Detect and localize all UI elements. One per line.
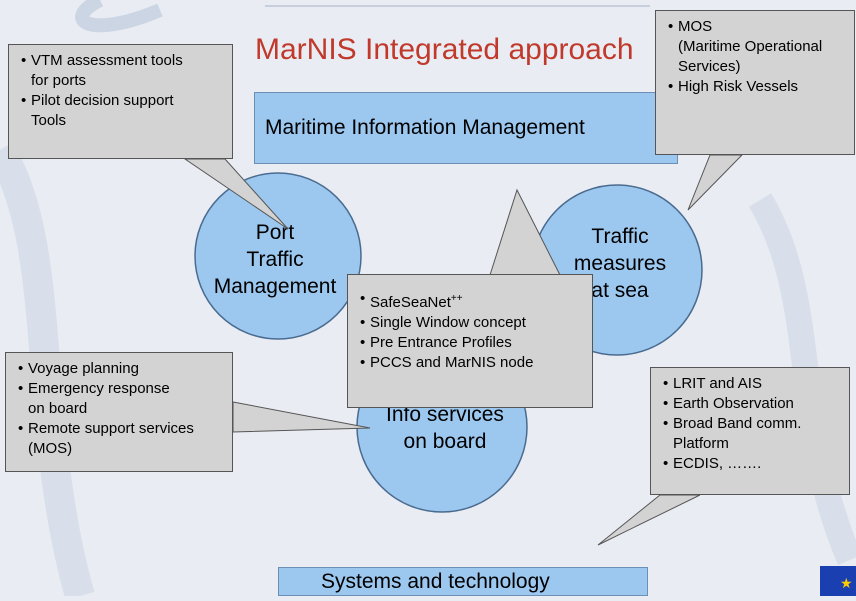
port-traffic-circle bbox=[194, 172, 362, 340]
callout-center: SafeSeaNet++ Single Window concept Pre E… bbox=[347, 274, 593, 408]
callout-item: Pilot decision support bbox=[21, 91, 226, 111]
box-label: Maritime Information Management bbox=[265, 116, 585, 139]
callout-item: (Maritime Operational bbox=[678, 38, 823, 55]
traffic-measures-label: Traffic measures at sea bbox=[573, 225, 667, 302]
diagram-title: MarNIS Integrated approach bbox=[255, 33, 634, 66]
callout-item: ECDIS, ……. bbox=[663, 454, 843, 474]
callout-item: Services) bbox=[678, 58, 741, 75]
callout-item: MOS bbox=[668, 17, 848, 37]
callout-item: for ports bbox=[31, 72, 87, 89]
callout-item: on board bbox=[28, 400, 88, 417]
pointer-center bbox=[489, 188, 561, 276]
pointer-top-right bbox=[687, 154, 744, 211]
callout-item: Tools bbox=[31, 112, 67, 129]
systems-and-technology-box: Systems and technology bbox=[278, 567, 648, 596]
pointer-right bbox=[597, 494, 701, 546]
callout-item: Emergency response bbox=[18, 379, 226, 399]
callout-top-left: VTM assessment tools for ports Pilot dec… bbox=[8, 44, 233, 159]
callout-item: (MOS) bbox=[28, 440, 73, 457]
callout-item: VTM assessment tools bbox=[21, 51, 226, 71]
info-services-label: Info services on board bbox=[386, 403, 504, 453]
callout-item: SafeSeaNet++ bbox=[360, 289, 586, 313]
eu-flag-icon: ★ bbox=[820, 566, 856, 596]
callout-item: Earth Observation bbox=[663, 394, 843, 414]
callout-item: High Risk Vessels bbox=[668, 77, 848, 97]
callout-item: Platform bbox=[673, 435, 729, 452]
callout-top-right: MOS (Maritime Operational Services) High… bbox=[655, 10, 855, 155]
pointer-left bbox=[232, 401, 371, 433]
callout-item: LRIT and AIS bbox=[663, 374, 843, 394]
callout-item: PCCS and MarNIS node bbox=[360, 353, 586, 373]
callout-right: LRIT and AIS Earth Observation Broad Ban… bbox=[650, 367, 850, 495]
maritime-information-management-box: Maritime Information Management bbox=[254, 92, 678, 164]
callout-item: Broad Band comm. bbox=[663, 414, 843, 434]
callout-item: Voyage planning bbox=[18, 359, 226, 379]
callout-item: Pre Entrance Profiles bbox=[360, 333, 586, 353]
callout-item: Single Window concept bbox=[360, 313, 586, 333]
callout-left: Voyage planning Emergency response on bo… bbox=[5, 352, 233, 472]
box-label: Systems and technology bbox=[321, 569, 550, 593]
svg-text:★: ★ bbox=[840, 576, 853, 592]
pointer-top-left bbox=[183, 158, 289, 230]
callout-item: Remote support services bbox=[18, 419, 226, 439]
